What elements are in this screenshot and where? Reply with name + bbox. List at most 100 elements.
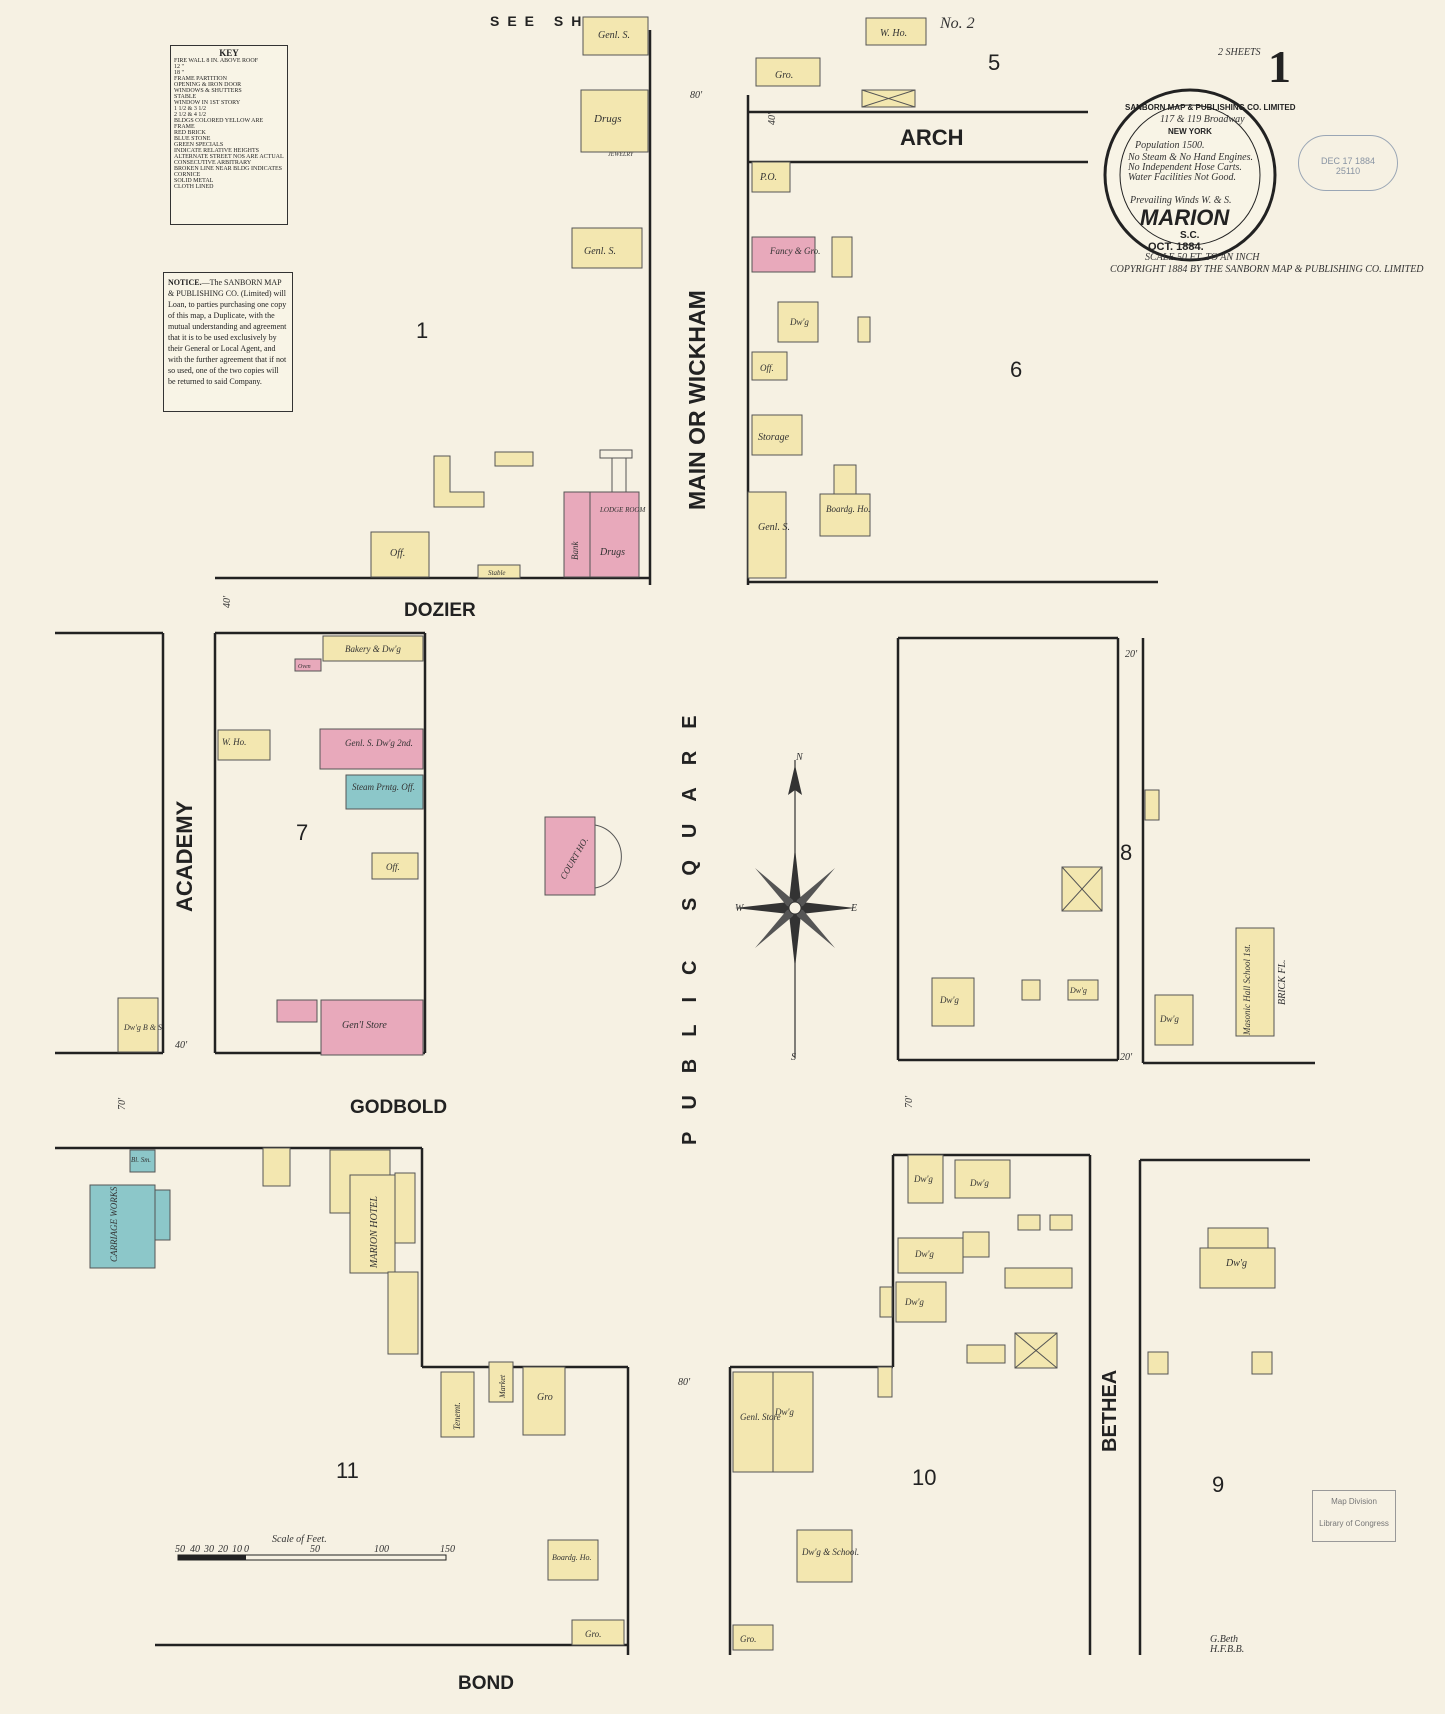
width-70: 70' xyxy=(117,1097,128,1110)
svg-text:50: 50 xyxy=(310,1544,320,1555)
key-row: OPENING & IRON DOOR xyxy=(174,82,242,88)
bldg-drugs-low: Drugs xyxy=(599,547,625,558)
bldg-gen-store-7: Gen'l Store xyxy=(342,1020,387,1031)
width-20a: 20' xyxy=(1125,649,1138,660)
scale-bar: Scale of Feet. 50 40 30 20 10 0 50 100 1… xyxy=(175,1534,455,1561)
svg-text:150: 150 xyxy=(440,1544,455,1555)
key-row: FRAME PARTITION xyxy=(174,76,227,82)
key-row: STABLE xyxy=(174,94,197,100)
signature-2: H.F.B.B. xyxy=(1209,1644,1244,1655)
key-row: CONSECUTIVE ARBITRARY xyxy=(174,160,252,166)
street-bethea: BETHEA xyxy=(1099,1370,1121,1452)
seal-company: SANBORN MAP & PUBLISHING CO. LIMITED xyxy=(1125,103,1296,112)
bldg-steam: Steam Prntg. Off. xyxy=(352,782,415,792)
svg-text:20: 20 xyxy=(218,1544,228,1555)
svg-text:30: 30 xyxy=(203,1544,214,1555)
bldg-dwg-10e: Dw'g xyxy=(774,1407,794,1417)
scale-title: Scale of Feet. xyxy=(272,1534,327,1545)
bldg-gro-11b: Gro. xyxy=(585,1629,601,1639)
seal-copyright: COPYRIGHT 1884 BY THE SANBORN MAP & PUBL… xyxy=(1110,264,1424,275)
key-row: CLOTH LINED xyxy=(174,184,214,190)
sheet-number: 1 xyxy=(1268,41,1291,92)
seal-date: OCT. 1884. xyxy=(1148,241,1204,253)
key-row: 1 1/2 & 3 1/2 xyxy=(174,106,207,112)
bldg-gro-top: Gro. xyxy=(775,70,793,81)
compass-w: W xyxy=(735,903,745,914)
bldg-gro-10: Gro. xyxy=(740,1634,756,1644)
key-row: ALTERNATE STREET NOS ARE ACTUAL xyxy=(174,154,284,160)
bldg-drugs-top: Drugs xyxy=(593,113,622,125)
bldg-masonic: Masonic Hall School 1st. xyxy=(1242,944,1252,1036)
compass-n: N xyxy=(795,752,804,763)
bldg-dwg-10b: Dw'g xyxy=(969,1178,989,1188)
bldg-gen-s-mid: Genl. S. xyxy=(584,246,616,257)
key-row: 18 " xyxy=(174,70,184,76)
bldg-dwg-10d: Dw'g xyxy=(904,1297,924,1307)
svg-text:10: 10 xyxy=(232,1544,242,1555)
key-row: WINDOWS & SHUTTERS xyxy=(174,88,242,94)
key-title: KEY xyxy=(219,48,239,58)
bldg-dwg-8b: Dw'g xyxy=(1069,986,1087,995)
bldg-gen-s-6: Genl. S. xyxy=(758,522,790,533)
bldg-gen-store-10: Genl. Store xyxy=(740,1412,781,1422)
map-key: KEY FIRE WALL 8 IN. ABOVE ROOF 12 " 18 "… xyxy=(170,45,288,225)
width-academy: 40' xyxy=(175,1040,188,1051)
bldg-dwg-8a: Dw'g xyxy=(939,995,959,1005)
street-public-square: PUBLIC SQUARE xyxy=(679,693,701,1145)
key-row: 2 1/2 & 4 1/2 xyxy=(174,112,207,118)
bldg-w-ho-7: W. Ho. xyxy=(222,737,246,747)
bldg-bl-sm: Bl. Sm. xyxy=(131,1156,151,1164)
key-row: BROKEN LINE NEAR BLDG INDICATES CORNICE xyxy=(174,166,282,178)
bldg-tenement: Tenemt. xyxy=(452,1402,462,1430)
street-bond: BOND xyxy=(458,1673,514,1694)
street-dozier: DOZIER xyxy=(404,600,476,621)
street-lines xyxy=(55,30,1315,1655)
bldg-dwg-9: Dw'g xyxy=(1225,1258,1247,1269)
seal-town: MARION xyxy=(1140,205,1230,230)
compass-e: E xyxy=(850,903,857,914)
bldg-storage: Storage xyxy=(758,432,790,443)
bldg-boardg-6: Boardg. Ho. xyxy=(826,504,870,514)
bldg-w-ho-top: W. Ho. xyxy=(880,28,907,39)
block-9: 9 xyxy=(1212,1472,1224,1497)
bldg-po: P.O. xyxy=(759,172,777,183)
bldg-marion-hotel: MARION HOTEL xyxy=(369,1196,380,1269)
block-1: 1 xyxy=(416,318,428,343)
key-row: BLDGS COLORED YELLOW ARE FRAME xyxy=(174,118,264,130)
bldg-gro-11: Gro xyxy=(537,1392,553,1403)
notice-panel: NOTICE.—The SANBORN MAP & PUBLISHING CO.… xyxy=(163,272,293,412)
width-arch: 40' xyxy=(767,112,778,125)
seal-scale: SCALE 50 FT. TO AN INCH xyxy=(1145,252,1260,263)
bldg-jewelry: JEWELRY xyxy=(608,152,634,158)
bldg-dwg-6a: Dw'g xyxy=(789,317,809,327)
bldg-off-1: Off. xyxy=(390,548,405,559)
block-10: 10 xyxy=(912,1465,936,1490)
stamp-number: 25110 xyxy=(1335,166,1361,176)
street-arch: ARCH xyxy=(900,125,964,150)
block-5: 5 xyxy=(988,50,1000,75)
compass-s: S xyxy=(791,1052,796,1063)
bldg-dwg-10a: Dw'g xyxy=(913,1174,933,1184)
bldg-market: Market xyxy=(498,1374,507,1399)
bldg-brick-fl: BRICK FL. xyxy=(1277,959,1288,1005)
width-70b: 70' xyxy=(904,1095,915,1108)
map-division-line2: Library of Congress xyxy=(1319,1519,1389,1528)
bldg-fancy-gro: Fancy & Gro. xyxy=(769,246,820,256)
street-main: MAIN OR WICKHAM xyxy=(684,290,710,510)
bldg-dwg-8c: Dw'g xyxy=(1159,1014,1179,1024)
sheet-count: 2 SHEETS xyxy=(1218,47,1261,58)
seal-fire2: No Independent Hose Carts. xyxy=(1127,162,1242,173)
key-row: SOLID METAL xyxy=(174,178,214,184)
width-dozier: 40' xyxy=(222,595,233,608)
block-6: 6 xyxy=(1010,357,1022,382)
width-80b: 80' xyxy=(678,1377,691,1388)
street-godbold: GODBOLD xyxy=(350,1097,447,1118)
bldg-lodge: LODGE ROOM xyxy=(599,506,646,514)
bldg-boardg-11: Boardg. Ho. xyxy=(552,1553,591,1562)
bldg-off-7: Off. xyxy=(386,862,400,872)
svg-text:40: 40 xyxy=(190,1544,200,1555)
svg-text:50: 50 xyxy=(175,1544,185,1555)
bldg-carriage: CARRIAGE WORKS xyxy=(109,1186,119,1262)
sanborn-seal: SANBORN MAP & PUBLISHING CO. LIMITED 117… xyxy=(1103,88,1424,275)
